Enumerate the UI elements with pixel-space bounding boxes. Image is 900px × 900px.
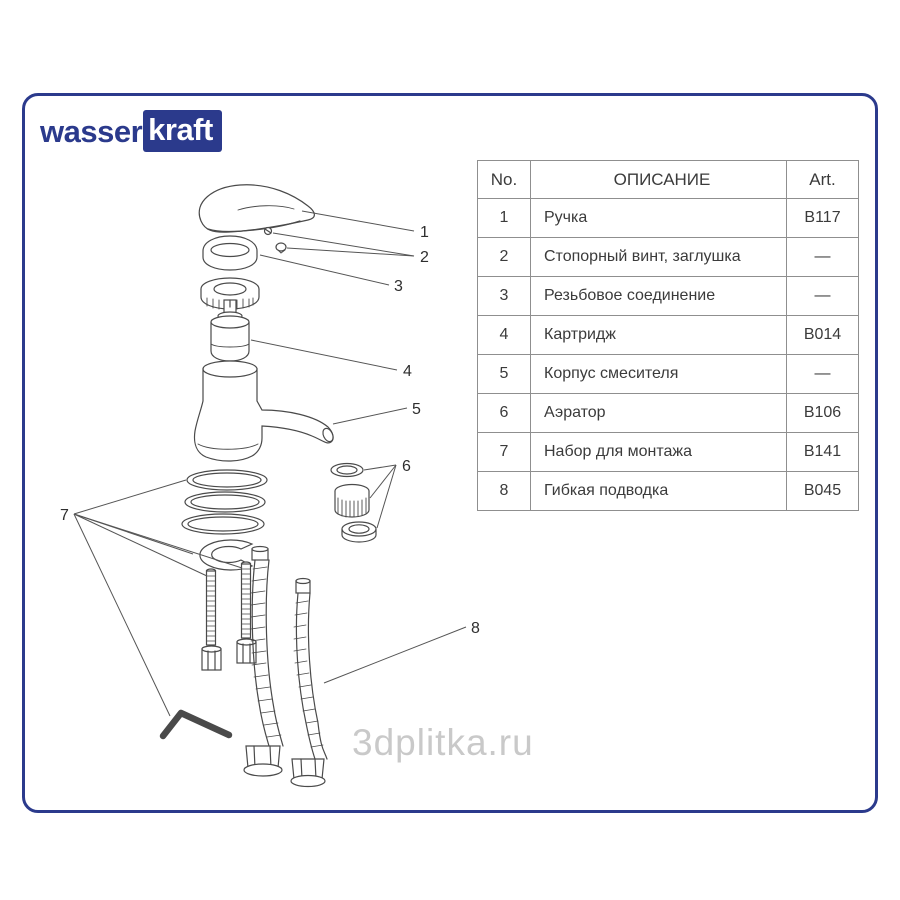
cell-art: — bbox=[786, 237, 859, 277]
wasserkraft-logo: wasser kraft bbox=[40, 110, 222, 152]
callout-3: 3 bbox=[394, 278, 403, 295]
callout-lines bbox=[73, 210, 467, 717]
cell-art: — bbox=[786, 276, 859, 316]
callout-6: 6 bbox=[402, 458, 411, 475]
cell-description: Картридж bbox=[530, 315, 787, 355]
table-row: 8 Гибкая подводка B045 bbox=[477, 471, 859, 511]
table-row: 1 Ручка B117 bbox=[477, 198, 859, 238]
part-cartridge-drawing bbox=[210, 299, 250, 362]
exploded-diagram: 1 2 3 4 5 6 7 8 bbox=[60, 184, 480, 788]
watermark: 3dplitka.ru bbox=[352, 722, 534, 763]
cell-no: 2 bbox=[477, 237, 531, 277]
table-header-row: No. ОПИСАНИЕ Art. bbox=[477, 160, 859, 199]
callout-1: 1 bbox=[420, 224, 429, 241]
callout-7: 7 bbox=[60, 507, 69, 524]
table-row: 7 Набор для монтажа B141 bbox=[477, 432, 859, 472]
cell-no: 6 bbox=[477, 393, 531, 433]
table-row: 2 Стопорный винт, заглушка — bbox=[477, 237, 859, 277]
cell-description: Корпус смесителя bbox=[530, 354, 787, 394]
part-handle-drawing bbox=[198, 184, 315, 233]
cell-no: 4 bbox=[477, 315, 531, 355]
table-row: 6 Аэратор B106 bbox=[477, 393, 859, 433]
cell-description: Гибкая подводка bbox=[530, 471, 787, 511]
part-hoses-drawing bbox=[243, 545, 328, 788]
header-art: Art. bbox=[786, 160, 859, 199]
part-threaded-connection-drawing bbox=[200, 235, 260, 311]
table-row: 5 Корпус смесителя — bbox=[477, 354, 859, 394]
callout-4: 4 bbox=[403, 363, 412, 380]
cell-description: Набор для монтажа bbox=[530, 432, 787, 472]
cell-no: 1 bbox=[477, 198, 531, 238]
part-screw-plug-drawing bbox=[263, 226, 287, 254]
logo-text-kraft: kraft bbox=[143, 110, 222, 152]
part-studs-drawing bbox=[201, 561, 257, 671]
cell-art: B014 bbox=[786, 315, 859, 355]
part-allen-key-drawing bbox=[159, 709, 233, 740]
cell-art: B106 bbox=[786, 393, 859, 433]
header-description: ОПИСАНИЕ bbox=[530, 160, 787, 199]
table-row: 4 Картридж B014 bbox=[477, 315, 859, 355]
parts-table: No. ОПИСАНИЕ Art. 1 Ручка B117 2 Стопорн… bbox=[477, 160, 859, 511]
cell-description: Аэратор bbox=[530, 393, 787, 433]
callout-8: 8 bbox=[471, 620, 480, 637]
table-row: 3 Резьбовое соединение — bbox=[477, 276, 859, 316]
cell-no: 8 bbox=[477, 471, 531, 511]
header-no: No. bbox=[477, 160, 531, 199]
part-body-drawing bbox=[193, 360, 334, 462]
cell-no: 3 bbox=[477, 276, 531, 316]
cell-description: Резьбовое соединение bbox=[530, 276, 787, 316]
cell-art: B141 bbox=[786, 432, 859, 472]
callout-5: 5 bbox=[412, 401, 421, 418]
part-orings-drawing bbox=[181, 469, 268, 535]
cell-no: 7 bbox=[477, 432, 531, 472]
logo-text-wasser: wasser bbox=[40, 113, 143, 149]
cell-description: Стопорный винт, заглушка bbox=[530, 237, 787, 277]
cell-art: — bbox=[786, 354, 859, 394]
cell-no: 5 bbox=[477, 354, 531, 394]
callout-2: 2 bbox=[420, 249, 429, 266]
cell-art: B045 bbox=[786, 471, 859, 511]
part-aerator-drawing bbox=[330, 462, 377, 543]
cell-description: Ручка bbox=[530, 198, 787, 238]
cell-art: B117 bbox=[786, 198, 859, 238]
